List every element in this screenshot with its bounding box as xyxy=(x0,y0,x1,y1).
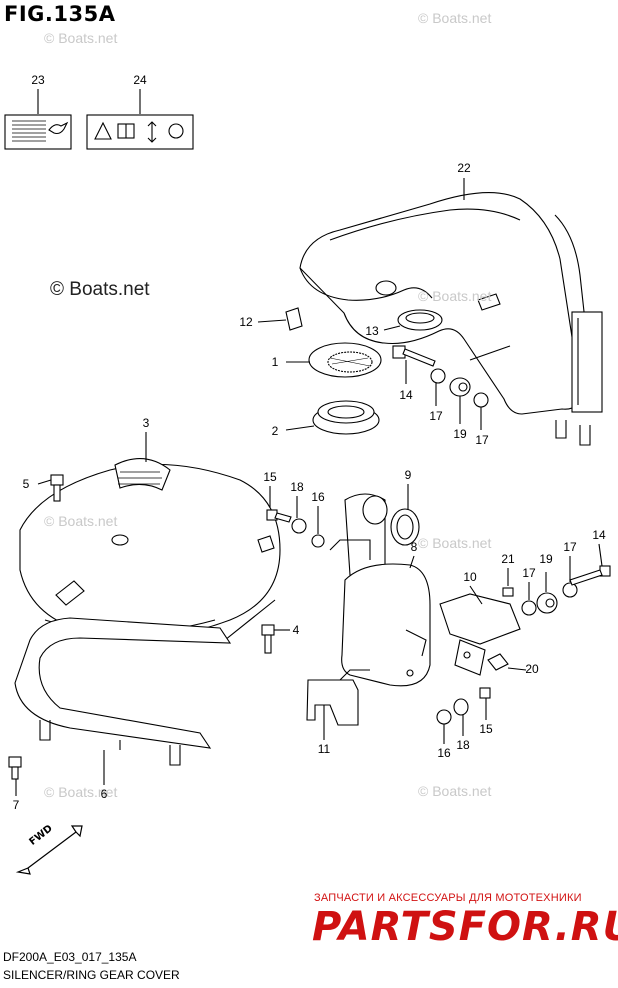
callout-23[interactable]: 23 xyxy=(31,73,45,87)
part-10-bracket[interactable] xyxy=(439,593,521,676)
part-17-collar-mid[interactable] xyxy=(521,600,537,616)
callout-5[interactable]: 5 xyxy=(22,477,30,491)
part-17-collar-mid-2[interactable] xyxy=(562,582,578,598)
callout-15[interactable]: 15 xyxy=(479,722,493,736)
figure-title: FIG.135A xyxy=(4,2,116,26)
callout-2[interactable]: 2 xyxy=(271,424,279,438)
part-7-bolt[interactable] xyxy=(8,756,22,780)
part-18-collar-lower[interactable] xyxy=(453,698,469,716)
watermark-main: © Boats.net xyxy=(50,279,150,300)
callout-18[interactable]: 18 xyxy=(456,738,470,752)
diagram-name: SILENCER/RING GEAR COVER xyxy=(3,968,180,982)
watermark: © Boats.net xyxy=(44,513,118,529)
part-18-collar-upper[interactable] xyxy=(291,518,307,534)
callout-17[interactable]: 17 xyxy=(429,409,443,423)
callout-14[interactable]: 14 xyxy=(399,388,413,402)
part-4-bolt[interactable] xyxy=(261,624,275,654)
part-16-washer-upper[interactable] xyxy=(311,534,325,548)
callout-15[interactable]: 15 xyxy=(263,470,277,484)
part-9-seal[interactable] xyxy=(390,508,420,546)
callout-10[interactable]: 10 xyxy=(463,570,477,584)
part-19-grommet-upper[interactable] xyxy=(449,377,471,397)
callout-6[interactable]: 6 xyxy=(100,787,108,801)
leader-5 xyxy=(37,479,52,485)
callout-22[interactable]: 22 xyxy=(457,161,471,175)
part-14-bolt-mid[interactable] xyxy=(569,565,611,586)
part-17-collar-upper-2[interactable] xyxy=(473,392,489,408)
part-19-grommet-mid[interactable] xyxy=(536,592,558,614)
watermark: © Boats.net xyxy=(418,10,492,26)
callout-16[interactable]: 16 xyxy=(311,490,325,504)
callout-13[interactable]: 13 xyxy=(365,324,379,338)
diagram-code: DF200A_E03_017_135A xyxy=(3,950,137,964)
part-14-bolt-upper[interactable] xyxy=(392,345,436,367)
promo-tagline: ЗАПЧАСТИ И АКСЕССУАРЫ ДЛЯ МОТОТЕХНИКИ xyxy=(314,892,582,904)
callout-19[interactable]: 19 xyxy=(539,552,553,566)
callout-17[interactable]: 17 xyxy=(563,540,577,554)
part-1-screen[interactable] xyxy=(308,342,382,378)
callout-1[interactable]: 1 xyxy=(271,355,279,369)
watermark: © Boats.net xyxy=(44,30,118,46)
callout-19[interactable]: 19 xyxy=(453,427,467,441)
callout-17[interactable]: 17 xyxy=(475,433,489,447)
callout-9[interactable]: 9 xyxy=(404,468,412,482)
callout-16[interactable]: 16 xyxy=(437,746,451,760)
watermark: © Boats.net xyxy=(44,784,118,800)
promo-logo[interactable]: PARTSFOR.RU xyxy=(312,904,618,950)
callout-14[interactable]: 14 xyxy=(592,528,606,542)
part-13-grommet[interactable] xyxy=(397,309,443,331)
callout-18[interactable]: 18 xyxy=(290,480,304,494)
part-12-clip[interactable] xyxy=(285,307,303,331)
callout-12[interactable]: 12 xyxy=(239,315,253,329)
part-8-silencer-body[interactable] xyxy=(329,493,431,687)
callout-24[interactable]: 24 xyxy=(133,73,147,87)
part-20-clip[interactable] xyxy=(487,653,509,671)
part-24-warning-label[interactable] xyxy=(86,114,194,150)
callout-3[interactable]: 3 xyxy=(142,416,150,430)
part-21-bolt[interactable] xyxy=(502,587,514,597)
leader-13 xyxy=(383,325,401,331)
leader-10 xyxy=(469,585,483,605)
watermark: © Boats.net xyxy=(418,783,492,799)
callout-20[interactable]: 20 xyxy=(525,662,539,676)
watermark: © Boats.net xyxy=(418,288,492,304)
part-15-bolt-lower[interactable] xyxy=(479,687,491,699)
callout-7[interactable]: 7 xyxy=(12,798,20,812)
part-16-washer-lower[interactable] xyxy=(436,709,452,725)
part-17-collar-upper[interactable] xyxy=(430,368,446,384)
part-23-label-sticker[interactable] xyxy=(4,114,72,150)
leader-8 xyxy=(409,555,415,569)
part-6-ring-gear-cover-lower[interactable] xyxy=(14,617,232,766)
callout-8[interactable]: 8 xyxy=(410,540,418,554)
leader-20 xyxy=(507,667,527,671)
watermark: © Boats.net xyxy=(418,535,492,551)
part-2-seal[interactable] xyxy=(312,400,380,435)
callout-4[interactable]: 4 xyxy=(292,623,300,637)
callout-21[interactable]: 21 xyxy=(501,552,515,566)
leader-12 xyxy=(257,319,287,323)
part-3-ring-gear-cover[interactable] xyxy=(19,458,281,641)
leader-2 xyxy=(285,425,315,431)
callout-11[interactable]: 11 xyxy=(317,742,331,756)
leader-14b xyxy=(598,543,603,567)
callout-17[interactable]: 17 xyxy=(522,566,536,580)
part-15-bolt-upper[interactable] xyxy=(266,509,292,523)
part-22-silencer[interactable] xyxy=(299,192,603,446)
part-11-bracket[interactable] xyxy=(306,669,370,726)
fwd-arrow-icon xyxy=(15,825,83,875)
